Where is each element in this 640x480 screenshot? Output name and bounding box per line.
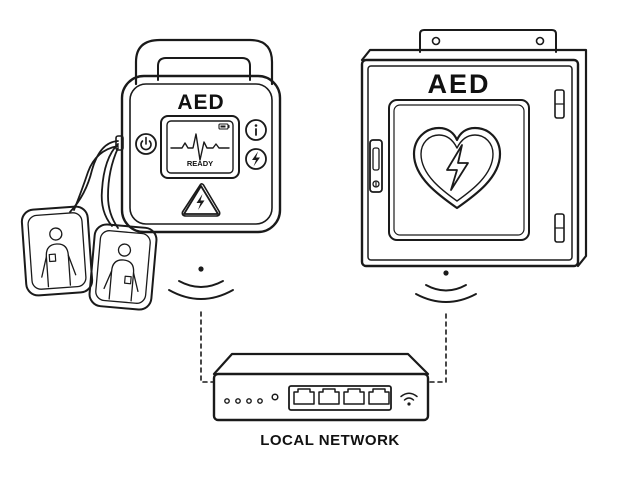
- router-top: [212, 352, 430, 376]
- network-router: [212, 352, 430, 422]
- power-button[interactable]: [135, 133, 157, 155]
- aed-wireless-signal: [168, 266, 234, 300]
- shock-lightning-icon: [196, 194, 205, 210]
- aed-handle-inner: [157, 57, 251, 81]
- router-body: [212, 372, 430, 422]
- ethernet-port-bay: [288, 385, 392, 411]
- aed-device-label: AED: [177, 91, 224, 114]
- aed-handle: [134, 38, 274, 86]
- cabinet-depth: [360, 48, 588, 268]
- cabinet-network-link: [429, 313, 447, 383]
- lightning-icon: [252, 151, 260, 167]
- cabinet-label: AED: [427, 69, 490, 99]
- battery-icon: [218, 123, 230, 130]
- cabinet-hinge-bottom: [554, 213, 565, 243]
- aed-screen: [166, 120, 234, 174]
- cabinet-wireless-signal: [415, 270, 477, 303]
- electrode-pad-left: [20, 205, 94, 297]
- cabinet-frame: [367, 65, 573, 261]
- aed-screen-frame: [160, 115, 240, 179]
- shock-side-button[interactable]: [245, 148, 267, 170]
- aed-screen-status: READY: [187, 159, 213, 168]
- cabinet-hinge-top: [554, 89, 565, 119]
- ethernet-port: [318, 388, 340, 405]
- aed-network-link: [200, 311, 215, 383]
- aed-body: [120, 74, 282, 234]
- status-leds: [224, 398, 263, 404]
- cabinet-window-inner: [393, 104, 525, 236]
- wifi-icon: [400, 392, 418, 406]
- aed-body-bezel: [129, 83, 273, 225]
- ethernet-port: [343, 388, 365, 405]
- network-label: LOCAL NETWORK: [260, 432, 400, 449]
- body-outline-icon: [41, 227, 77, 288]
- body-outline-icon: [103, 243, 139, 302]
- ecg-waveform: [170, 133, 230, 161]
- shock-button[interactable]: [181, 183, 221, 217]
- portable-aed-device: AED READY: [115, 38, 282, 234]
- cabinet-window: [388, 99, 530, 241]
- reset-button[interactable]: [271, 393, 279, 401]
- electrode-cables: [69, 140, 119, 229]
- info-button[interactable]: [245, 119, 267, 141]
- cabinet-body: [360, 58, 580, 268]
- info-icon: [254, 124, 258, 136]
- power-icon: [140, 136, 152, 151]
- aed-wall-cabinet: AED: [360, 29, 588, 268]
- electrode-pad-right: [88, 223, 158, 311]
- heart-lightning-icon: [412, 126, 502, 210]
- cable-connector: [115, 135, 124, 151]
- cabinet-bracket: [419, 29, 557, 53]
- ethernet-port: [293, 388, 315, 405]
- cabinet-latch[interactable]: [369, 139, 383, 193]
- ethernet-port: [368, 388, 390, 405]
